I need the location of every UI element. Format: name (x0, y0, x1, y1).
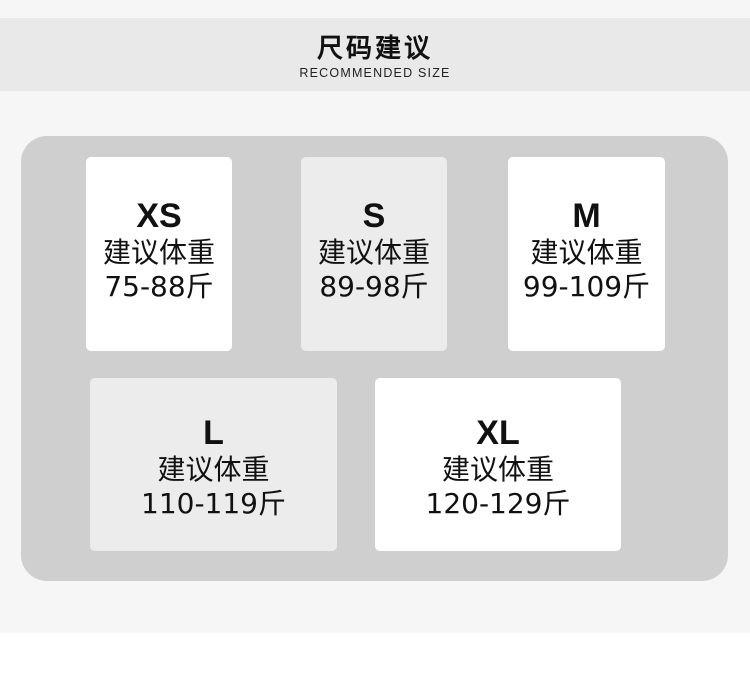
size-card-xl: XL 建议体重 120-129斤 (375, 378, 621, 551)
size-label: 建议体重 (157, 453, 270, 486)
size-weight-range: 110-119斤 (141, 487, 286, 520)
size-label: 建议体重 (317, 236, 430, 269)
size-label: 建议体重 (441, 453, 554, 486)
size-name: XS (136, 197, 182, 235)
size-weight-range: 75-88斤 (104, 270, 214, 303)
size-card-xs: XS 建议体重 75-88斤 (86, 157, 232, 351)
size-name: M (572, 197, 601, 235)
page-subtitle: RECOMMENDED SIZE (299, 66, 451, 80)
size-name: L (203, 414, 224, 452)
size-label: 建议体重 (530, 236, 643, 269)
size-name: S (362, 197, 386, 235)
size-label: 建议体重 (102, 236, 215, 269)
size-card-s: S 建议体重 89-98斤 (301, 157, 447, 351)
header-band (0, 18, 750, 91)
size-weight-range: 99-109斤 (522, 270, 651, 303)
page-title: 尺码建议 (316, 34, 433, 64)
size-weight-range: 120-129斤 (425, 487, 571, 520)
size-weight-range: 89-98斤 (319, 270, 429, 303)
size-card-l: L 建议体重 110-119斤 (90, 378, 337, 551)
size-card-m: M 建议体重 99-109斤 (508, 157, 665, 351)
size-name: XL (476, 414, 520, 452)
